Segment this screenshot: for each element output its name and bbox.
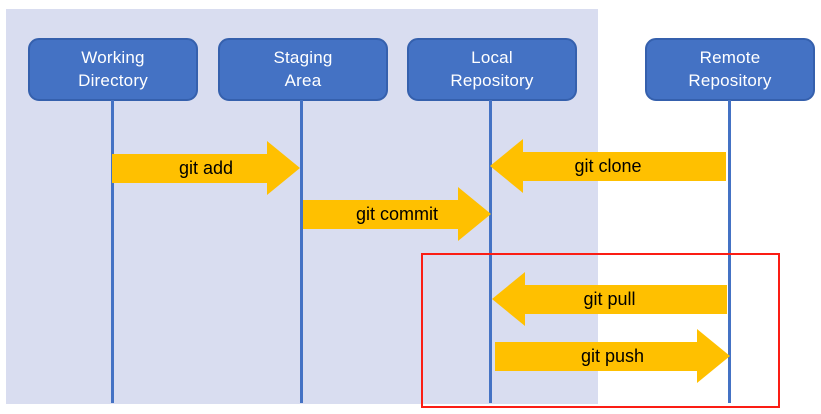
arrow-git-clone: git clone [490, 139, 726, 193]
arrow-git-add: git add [112, 141, 300, 195]
arrow-label: git commit [355, 203, 438, 224]
node-label-line: Local [471, 48, 513, 68]
node-local-repository: Local Repository [407, 38, 577, 101]
node-label-line: Repository [450, 70, 534, 90]
arrow-label: git pull [583, 288, 636, 309]
lifeline-working-directory [111, 100, 114, 403]
arrow-head-right-icon [267, 141, 300, 195]
arrow-label: git add [178, 157, 234, 178]
node-working-directory: Working Directory [28, 38, 198, 101]
arrow-body [495, 341, 697, 371]
node-label-line: Area [284, 70, 322, 90]
node-label-line: Directory [78, 70, 148, 90]
node-label-line: Remote [699, 48, 761, 68]
lifeline-staging-area [300, 100, 303, 403]
arrow-head-right-icon [458, 187, 491, 241]
node-remote-repository: Remote Repository [645, 38, 815, 101]
arrow-git-commit: git commit [303, 187, 491, 241]
arrow-head-left-icon [492, 272, 525, 326]
arrow-git-push: git push [495, 329, 730, 383]
remote-sync-highlight-box [421, 253, 780, 408]
arrow-body [303, 199, 458, 229]
arrow-body [112, 153, 267, 183]
lifeline-remote-repository [728, 100, 731, 403]
arrow-head-left-icon [490, 139, 523, 193]
arrow-head-right-icon [697, 329, 730, 383]
arrow-body [525, 284, 727, 314]
arrow-label: git push [580, 345, 645, 366]
node-label-line: Working [81, 48, 145, 68]
arrow-label: git clone [574, 155, 642, 176]
lifeline-local-repository [489, 100, 492, 403]
node-label-line: Repository [688, 70, 772, 90]
arrow-body [523, 151, 726, 181]
node-label-line: Staging [273, 48, 333, 68]
node-staging-area: Staging Area [218, 38, 388, 101]
arrow-git-pull: git pull [492, 272, 727, 326]
